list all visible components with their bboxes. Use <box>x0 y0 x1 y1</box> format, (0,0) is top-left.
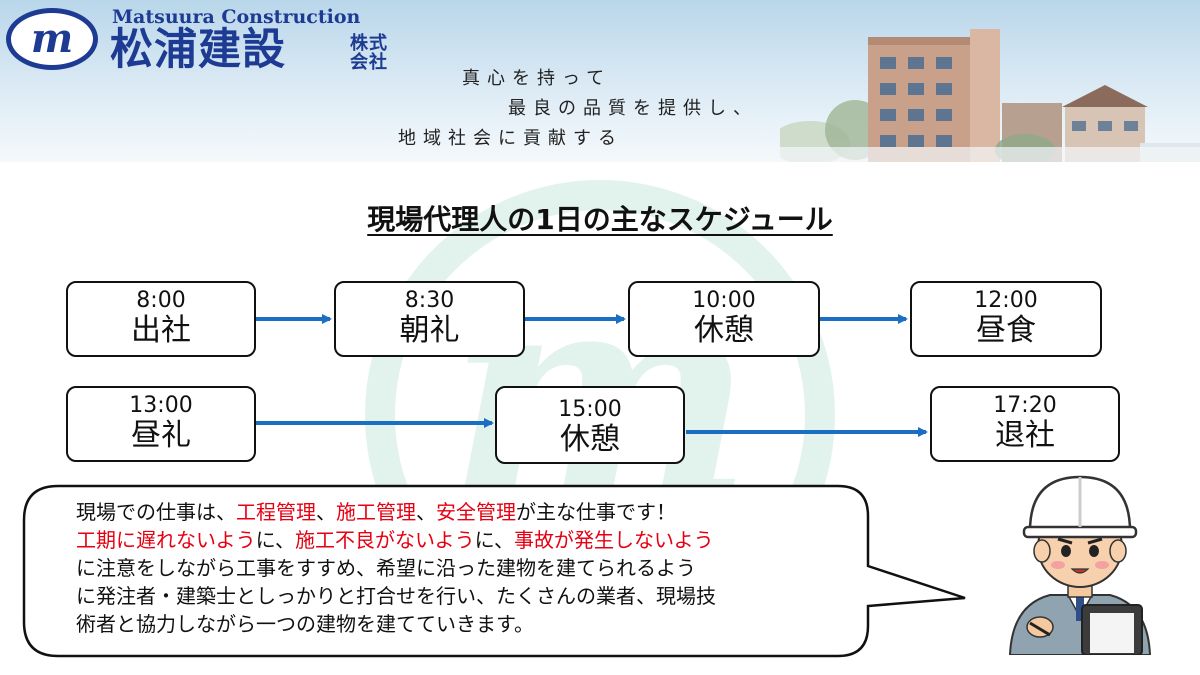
schedule-item-1: 8:00 出社 <box>66 281 256 357</box>
schedule-time: 10:00 <box>692 288 756 313</box>
schedule-event: 昼礼 <box>131 418 191 453</box>
message-line-1: 現場での仕事は、工程管理、施工管理、安全管理が主な仕事です！ <box>76 500 676 524</box>
schedule-event: 退社 <box>995 418 1055 453</box>
schedule-time: 13:00 <box>129 393 193 418</box>
job-description: 現場での仕事は、工程管理、施工管理、安全管理が主な仕事です！ 工期に遅れないよう… <box>76 498 846 638</box>
page-title: 現場代理人の1日の主なスケジュール <box>367 203 833 236</box>
slogan-line-2: 最良の品質を提供し、 <box>508 98 758 119</box>
schedule-time: 12:00 <box>974 288 1038 313</box>
schedule-event: 休憩 <box>694 313 754 348</box>
schedule-event: 朝礼 <box>399 313 460 348</box>
message-line-3: に注意をしながら工事をすすめ、希望に沿った建物を建てられるよう <box>76 556 696 580</box>
schedule-item-2: 8:30 朝礼 <box>334 281 525 357</box>
message-line-2: 工期に遅れないように、施工不良がないように、事故が発生しないよう <box>76 528 714 552</box>
company-logo: m <box>6 8 98 70</box>
slogan-line-1: 真心を持って <box>462 68 612 89</box>
schedule-item-7: 17:20 退社 <box>930 386 1120 462</box>
schedule-time: 8:00 <box>136 288 186 313</box>
company-name-en: Matsuura Construction <box>112 6 361 28</box>
schedule-event: 出社 <box>131 313 191 348</box>
schedule-time: 8:30 <box>404 288 455 313</box>
message-line-4: に発注者・建築士としっかりと打合せを行い、たくさんの業者、現場技 <box>76 584 716 608</box>
schedule-item-6: 15:00 休憩 <box>495 386 685 464</box>
schedule-time: 15:00 <box>558 397 622 422</box>
site-worker-illustration <box>1008 475 1152 655</box>
schedule-item-4: 12:00 昼食 <box>910 281 1102 357</box>
message-line-5: 術者と協力しながら一つの建物を建てていきます。 <box>76 612 534 636</box>
company-name-jp: 松浦建設 <box>110 25 286 75</box>
schedule-event: 休憩 <box>560 422 620 457</box>
schedule-item-5: 13:00 昼礼 <box>66 386 256 462</box>
schedule-item-3: 10:00 休憩 <box>628 281 820 357</box>
company-type: 株式会社 <box>350 33 388 73</box>
schedule-time: 17:20 <box>993 393 1057 418</box>
header-banner: m Matsuura Construction 松浦建設 株式会社 真心を持って… <box>0 0 1200 162</box>
office-building-image <box>780 29 1200 162</box>
slogan-line-3: 地域社会に貢献する <box>398 128 623 149</box>
schedule-event: 昼食 <box>976 313 1036 348</box>
